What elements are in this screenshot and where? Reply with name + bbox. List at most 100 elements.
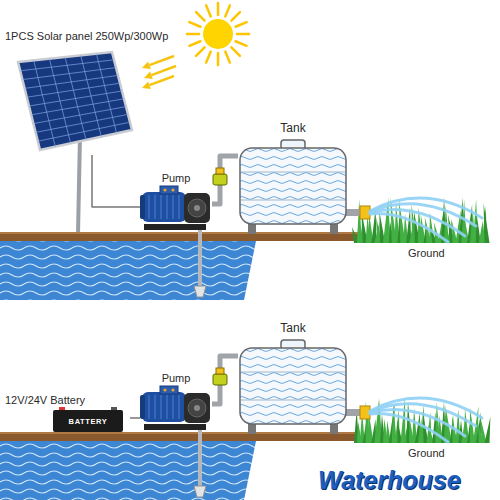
pump-label: Pump — [162, 172, 191, 185]
motor-fin — [166, 195, 168, 219]
cell-line — [29, 91, 122, 106]
outlet-nozzle — [360, 206, 370, 219]
battery-label: 12V/24V Battery — [5, 394, 85, 407]
pump-base — [144, 224, 206, 230]
grass — [354, 397, 490, 443]
cell-line — [33, 107, 126, 124]
suction-pipe — [198, 426, 202, 487]
pump-head — [184, 193, 210, 223]
tank-label: Tank — [280, 322, 305, 335]
ground-label: Ground — [408, 447, 445, 459]
pump-volute — [188, 399, 206, 417]
pump-label: Pump — [162, 372, 191, 385]
pump-node: Pump — [140, 372, 212, 432]
motor-fin — [172, 395, 174, 419]
motor-fin — [154, 195, 156, 219]
battery-terminal — [59, 407, 65, 410]
motor-fin — [166, 395, 168, 419]
water — [0, 441, 256, 500]
tank-band — [241, 372, 345, 373]
battery-node: BATTERY 12V/24V Battery — [5, 394, 130, 434]
spray-stream — [370, 414, 448, 442]
motor-fin — [148, 395, 150, 419]
sun-ray — [189, 22, 200, 27]
panel-pole — [78, 135, 80, 234]
panel-label: 1PCS Solar panel 250Wp/300Wp — [5, 30, 168, 43]
tank-band — [241, 400, 345, 401]
tank-body — [240, 148, 346, 224]
ground-strip — [0, 232, 360, 241]
suction-pipe — [198, 226, 202, 287]
tank-node: Tank — [238, 122, 348, 234]
sun-ray — [225, 52, 230, 63]
sun-ray — [231, 12, 239, 20]
motor-fin — [148, 195, 150, 219]
water-pipe — [212, 156, 238, 204]
sun-ray — [225, 5, 230, 16]
switch-dot — [163, 188, 166, 191]
cell-line — [36, 114, 128, 132]
switch-dot — [171, 388, 174, 391]
motor-fin — [160, 195, 162, 219]
tank-node: Tank — [238, 322, 348, 434]
sun-ray — [187, 33, 199, 36]
sun-ray — [196, 47, 204, 55]
power-wire — [130, 417, 140, 419]
tank-label: Tank — [280, 122, 305, 135]
sun-ray — [231, 47, 239, 55]
pump-volute — [188, 199, 206, 217]
motor-cap — [140, 395, 145, 419]
battery-marking: BATTERY — [69, 417, 108, 426]
power-wire — [92, 155, 140, 207]
ground-edge — [0, 432, 360, 434]
cell-line — [38, 122, 130, 141]
water-spray — [370, 398, 482, 442]
arrow-shaft — [149, 56, 174, 65]
battery-body: BATTERY — [53, 410, 123, 432]
sunlight-arrow — [142, 76, 174, 89]
foot-valve — [194, 286, 206, 297]
valve-coil — [216, 368, 224, 374]
spray-stream — [370, 214, 448, 242]
cell-line — [25, 75, 118, 88]
arrow-shaft — [149, 76, 174, 85]
sun-ray — [236, 22, 247, 27]
motor-fin — [154, 395, 156, 419]
pump-motor — [142, 192, 186, 222]
sun-ray — [206, 52, 211, 63]
sun-ray — [196, 12, 204, 20]
pump-motor — [142, 392, 186, 422]
panel-art — [5, 30, 175, 155]
cell-line — [27, 83, 120, 97]
water-spray — [370, 198, 482, 242]
switch-dot — [163, 388, 166, 391]
junction-box — [160, 386, 178, 394]
brand-watermark: Waterhouse — [318, 466, 461, 495]
solar-panel-node: 1PCS Solar panel 250Wp/300Wp — [5, 30, 175, 155]
sunlight-arrow — [142, 56, 174, 69]
pump-base — [144, 424, 206, 430]
pump-hub — [194, 405, 200, 411]
arrow-head — [142, 61, 151, 68]
sun-ray — [217, 3, 220, 15]
tank-art — [238, 122, 348, 234]
solenoid-valve — [213, 368, 227, 385]
motor-fin — [178, 195, 180, 219]
switch-dot — [171, 188, 174, 191]
grass — [352, 197, 490, 243]
panel-cells — [20, 54, 130, 147]
pump-node: Pump — [140, 172, 212, 232]
ground-strip — [0, 432, 360, 441]
grass-blade — [484, 203, 490, 243]
grass-blade — [485, 417, 491, 443]
solenoid-valve — [213, 168, 227, 185]
water — [0, 241, 256, 300]
sun-disc — [203, 19, 233, 49]
tank-band — [241, 200, 345, 201]
pump-head — [184, 393, 210, 423]
sun-ray — [189, 41, 200, 46]
tank-art — [238, 322, 348, 434]
sun — [187, 3, 249, 65]
